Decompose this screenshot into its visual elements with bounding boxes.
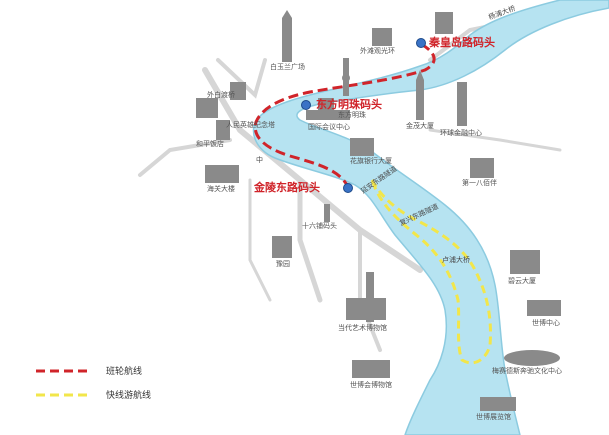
road-label-lupu: 卢浦大桥	[442, 256, 470, 264]
landmark-heping: 和平饭店	[196, 140, 224, 148]
tour-route-line	[370, 179, 492, 365]
landmark-shibo-center: 世博中心	[532, 319, 560, 327]
pier-label-dongfang-mingzhu: 东方明珠码头	[316, 98, 382, 111]
landmark-waibaidu: 外白渡桥	[207, 91, 235, 99]
landmark-shiliupu: 十六铺码头	[302, 222, 337, 230]
landmark-renmin-monument: 人民英雄纪念塔	[226, 121, 275, 129]
landmark-jinmao: 金茂大厦	[406, 122, 434, 130]
landmark-waitan-guanhuan: 外滩观光环	[360, 47, 395, 55]
road-network	[138, 18, 562, 352]
road-label-zhongshan: 中	[256, 156, 263, 164]
landmark-baiyulan: 白玉兰广场	[270, 63, 305, 71]
building-icons	[196, 10, 561, 411]
legend-ferry-label: 班轮航线	[106, 367, 143, 377]
pier-label-qinhuangdao: 秦皇岛路码头	[429, 36, 495, 49]
pier-label-jinling: 金陵东路码头	[254, 181, 320, 194]
landmark-huanqiu: 环球金融中心	[440, 129, 482, 137]
landmark-shibo-zhanlan: 世博展览馆	[476, 413, 511, 421]
landmark-dongfang-mingzhu: 东方明珠	[338, 111, 366, 119]
landmark-dangdai: 当代艺术博物馆	[338, 324, 387, 332]
landmark-meisibo: 梅赛德斯奔驰文化中心	[492, 367, 562, 375]
legend-tour-swatch	[36, 393, 92, 396]
landmark-paris-hotel: 碧云大厦	[508, 277, 536, 285]
landmark-shibo-huitang: 世博会博物馆	[350, 381, 392, 389]
landmark-diyi-babai: 第一八佰伴	[462, 179, 497, 187]
landmark-huaqi: 花旗银行大厦	[350, 157, 392, 165]
legend-ferry: 班轮航线	[36, 364, 142, 377]
landmark-haiguan: 海关大楼	[207, 185, 235, 193]
pier-dot-jinling[interactable]	[343, 183, 353, 193]
legend-ferry-swatch	[36, 369, 92, 372]
legend-tour-label: 快线游航线	[106, 391, 152, 401]
landmark-guoji-huiyi: 国际会议中心	[308, 123, 350, 131]
legend-tour: 快线游航线	[36, 388, 151, 401]
pier-dot-dongfang-mingzhu[interactable]	[301, 100, 311, 110]
ferry-route-line	[253, 42, 436, 188]
landmark-yugarden: 豫园	[276, 260, 290, 268]
pier-dot-qinhuangdao[interactable]	[416, 38, 426, 48]
